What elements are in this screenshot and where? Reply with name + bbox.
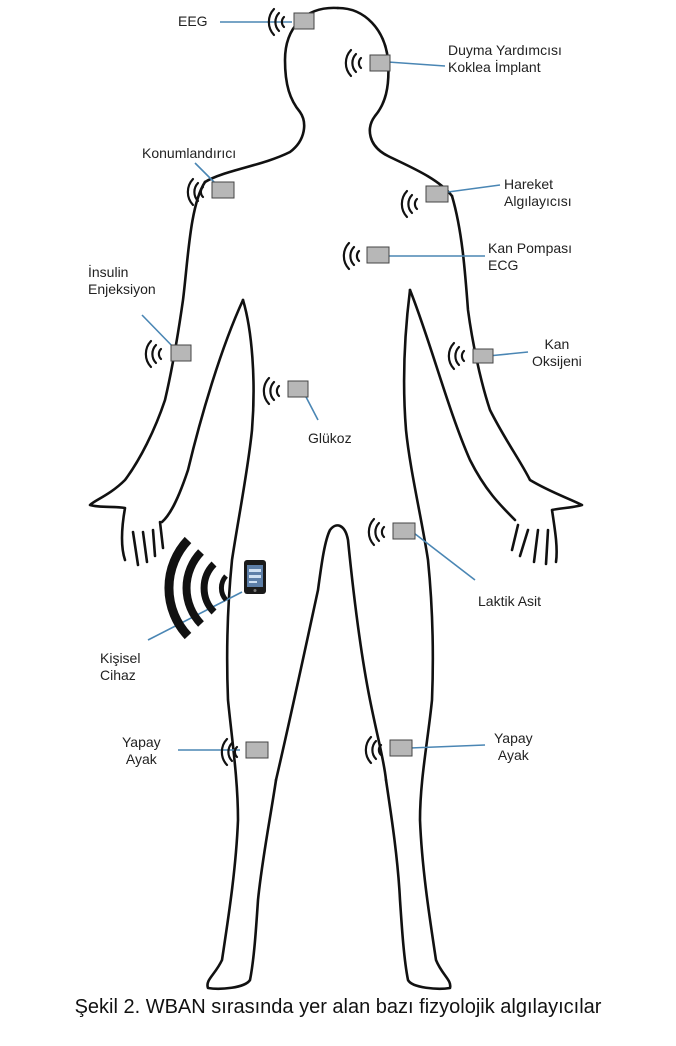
label-glucose-line1: Glükoz [308,430,352,446]
label-prosthetic-right-line2: Ayak [497,747,529,763]
label-personal-device: Kişisel Cihaz [100,650,140,684]
label-blood-pump: Kan Pompası ECG [488,240,572,274]
sensor-box-icon [425,185,449,203]
label-hearing-line1: Duyma Yardımcısı [448,42,562,58]
label-personal-device-line2: Cihaz [100,667,136,683]
label-motion-line1: Hareket [504,176,554,192]
label-prosthetic-left-line1: Yapay [122,734,161,750]
label-blood-oxygen-line2: Oksijeni [532,353,582,369]
sensor-box-icon [389,739,413,757]
label-blood-oxygen: Kan Oksijeni [532,336,582,370]
label-prosthetic-left-line2: Ayak [125,751,157,767]
sensor-box-icon [245,741,269,759]
smartphone-icon [244,560,266,594]
sensor-box-icon [366,246,390,264]
label-hearing: Duyma Yardımcısı Koklea İmplant [448,42,562,76]
wireless-signal-icon [144,339,163,369]
label-prosthetic-left: Yapay Ayak [122,734,161,768]
label-insulin-line2: Enjeksiyon [88,281,156,297]
label-eeg: EEG [178,13,208,30]
label-lactic-acid-line1: Laktik Asit [478,593,542,609]
label-prosthetic-right-line1: Yapay [494,730,533,746]
wireless-signal-icon [186,177,205,207]
wireless-signal-icon [267,7,286,37]
label-insulin-line1: İnsulin [88,264,129,280]
sensor-box-icon [369,54,391,72]
label-positioner: Konumlandırıcı [142,145,236,162]
label-lactic-acid: Laktik Asit [478,593,541,610]
wireless-signal-icon [342,241,361,271]
label-motion-line2: Algılayıcısı [504,193,572,209]
wireless-signal-icon [262,376,281,406]
large-wireless-signal-icon [164,536,228,640]
sensor-box-icon [211,181,235,199]
wireless-signal-icon [367,517,386,547]
label-blood-pump-line1: Kan Pompası [488,240,573,256]
human-body-outline [88,6,584,991]
wireless-signal-icon [344,48,363,78]
wireless-signal-icon [220,737,239,767]
label-personal-device-line1: Kişisel [100,650,141,666]
wireless-signal-icon [447,341,466,371]
label-blood-oxygen-line1: Kan [544,336,570,352]
wireless-signal-icon [400,189,419,219]
figure-caption: Şekil 2. WBAN sırasında yer alan bazı fi… [74,996,602,1018]
leader-lines [141,21,529,751]
label-glucose: Glükoz [308,430,352,447]
sensor-box-icon [472,348,494,364]
label-hearing-line2: Koklea İmplant [448,59,541,75]
wireless-signal-icon [364,735,383,765]
sensor-box-icon [392,522,416,540]
sensor-box-icon [287,380,309,398]
label-motion: Hareket Algılayıcısı [504,176,572,210]
sensor-box-icon [170,344,192,362]
label-blood-pump-line2: ECG [488,257,519,273]
sensor-box-icon [293,12,315,30]
label-prosthetic-right: Yapay Ayak [494,730,533,764]
label-positioner-line1: Konumlandırıcı [142,145,237,161]
label-eeg-line1: EEG [178,13,208,29]
label-insulin: İnsulin Enjeksiyon [88,264,156,298]
